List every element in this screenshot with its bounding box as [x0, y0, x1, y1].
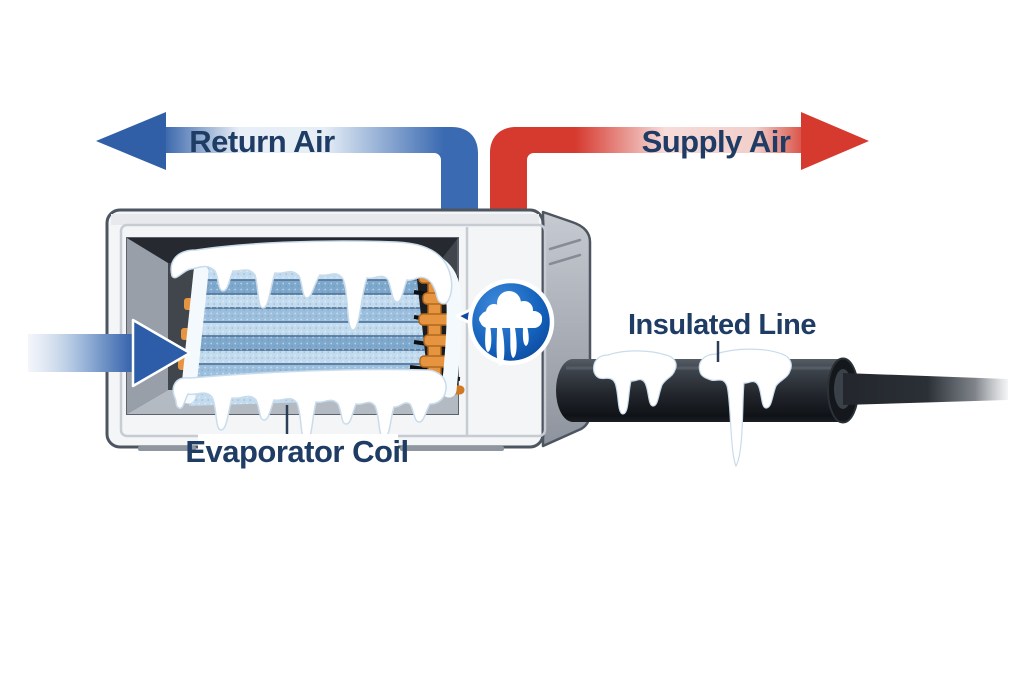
cabinet-side-vent-2: [548, 253, 582, 266]
supply-air-band: [524, 127, 806, 153]
evaporator-coil: [170, 240, 465, 443]
evaporator-coil-label-bg: [198, 434, 398, 468]
return-air-arrow-icon: [96, 112, 166, 170]
coil-ice-cap-top: [170, 240, 453, 331]
return-air-label: Return Air: [189, 124, 335, 159]
airflow-band: [28, 334, 135, 372]
insulated-line-label: Insulated Line: [628, 309, 816, 341]
frost-icon: [479, 291, 542, 366]
frost-callout-bubble: [455, 278, 555, 366]
supply-air-duct: [490, 112, 869, 216]
return-air-duct: [96, 112, 478, 216]
evaporator-coil-label: Evaporator Coil: [185, 434, 408, 469]
insulated-line: [556, 348, 1008, 468]
pipe-ice-patch-1: [593, 350, 677, 415]
pipe-ice-patch-2: [698, 348, 792, 468]
labels: Return Air Supply Air Evaporator Coil In…: [138, 124, 817, 469]
cabinet-side-vent-1: [548, 238, 582, 251]
label-flank-bar-left: [138, 446, 196, 451]
coil-ice-band-bottom: [172, 368, 447, 443]
coil-frost-left-edge: [180, 264, 209, 404]
airflow-arrow-icon: [131, 318, 192, 388]
return-air-band: [160, 127, 444, 153]
label-flank-bar-right: [400, 446, 504, 451]
supply-air-arrow-icon: [801, 112, 869, 170]
cabinet-top-shading: [111, 214, 539, 225]
bare-line-pipe: [843, 373, 1008, 405]
airflow-into-unit: [28, 318, 192, 388]
supply-air-label: Supply Air: [642, 124, 791, 159]
